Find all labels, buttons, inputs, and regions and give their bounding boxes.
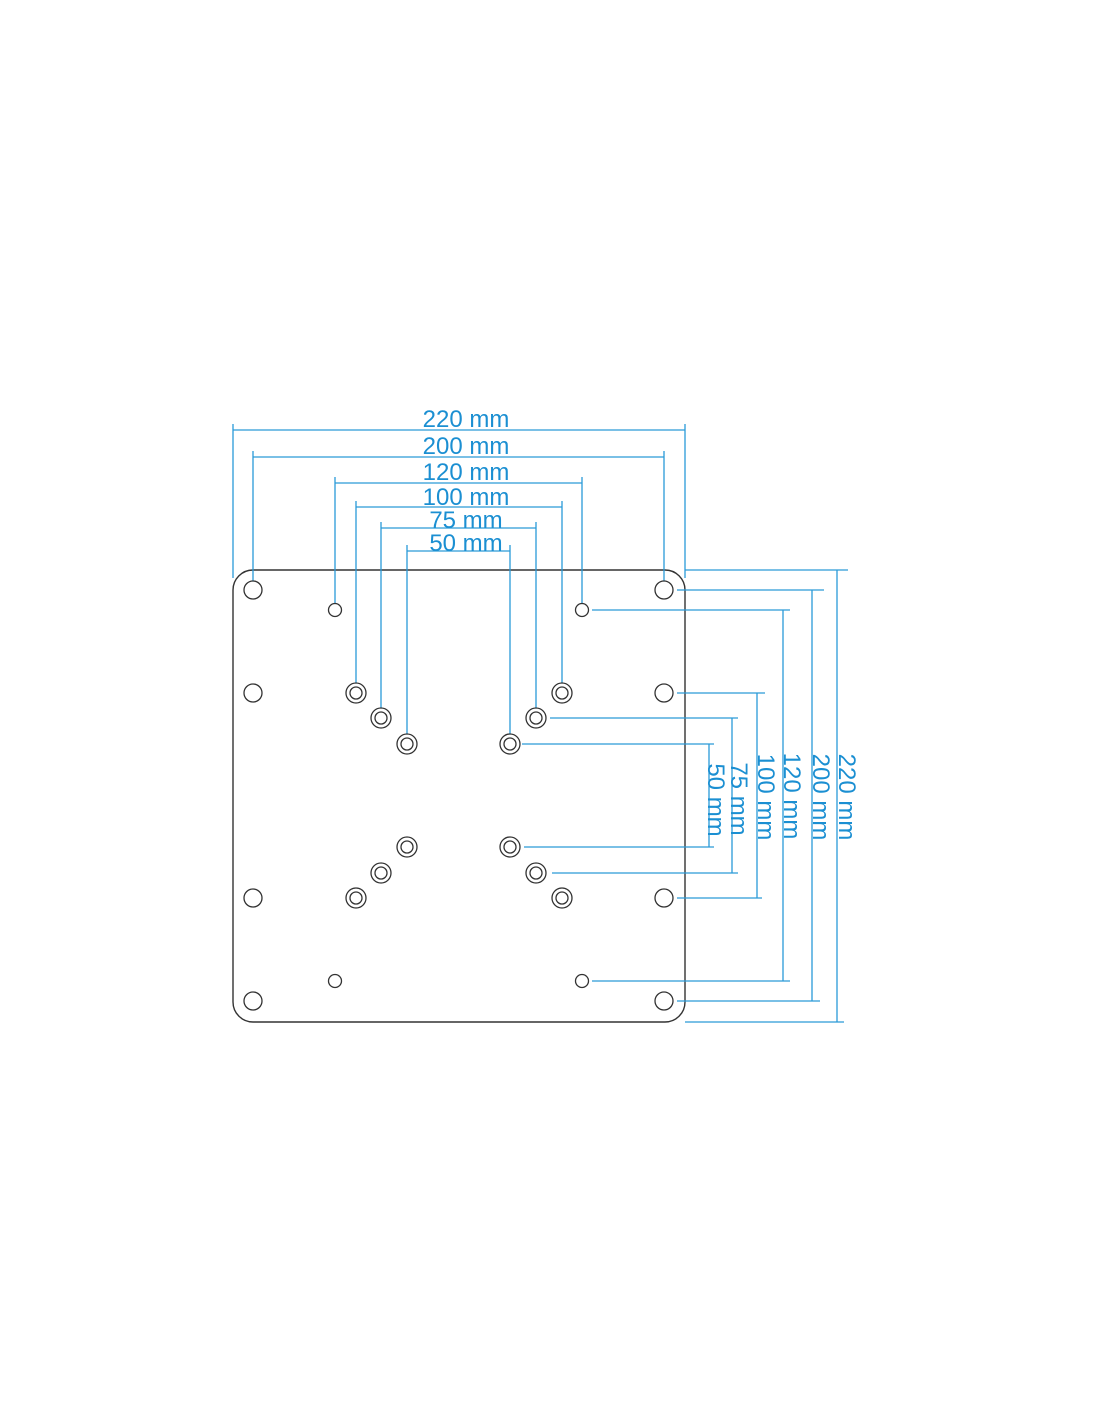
holes-100-75-50 (345, 682, 573, 909)
hole (327, 973, 343, 989)
holes-200 (243, 580, 674, 1011)
mounting-plate (232, 569, 686, 1023)
dim-line-h-200 (252, 451, 665, 581)
hole (654, 580, 674, 600)
hole (654, 683, 674, 703)
dim-line-v-120 (592, 609, 790, 982)
hole (654, 888, 674, 908)
hole (654, 991, 674, 1011)
dim-line-v-100 (677, 692, 765, 899)
hole (243, 683, 263, 703)
dim-label-h-120: 120 mm (423, 459, 510, 486)
dim-line-v-220 (685, 569, 848, 1023)
dim-label-h-200: 200 mm (423, 433, 510, 460)
vertical-dimensions: 220 mm 200 mm 120 mm 100 mm 75 mm 50 mm (522, 569, 860, 1023)
horizontal-dimensions: 220 mm 200 mm 120 mm 100 mm 75 mm 50 mm (232, 406, 686, 734)
dim-label-v-100: 100 mm (752, 754, 779, 841)
dim-label-v-220: 220 mm (833, 754, 860, 841)
dim-line-h-220 (232, 424, 686, 578)
dim-line-v-200 (677, 589, 824, 1002)
dim-label-h-100: 100 mm (423, 484, 510, 511)
hole (574, 973, 590, 989)
dim-line-h-120 (334, 477, 583, 604)
hole (243, 580, 263, 600)
holes-120 (327, 602, 590, 989)
dim-label-v-200: 200 mm (807, 754, 834, 841)
hole (243, 888, 263, 908)
hole (243, 991, 263, 1011)
dim-label-v-75: 75 mm (725, 762, 752, 835)
dim-line-h-100 (355, 501, 563, 683)
hole (574, 602, 590, 618)
hole (327, 602, 343, 618)
dim-label-h-75: 75 mm (429, 507, 502, 534)
dim-line-v-50 (522, 743, 714, 848)
dim-line-v-75 (550, 717, 738, 874)
dim-line-h-50 (406, 545, 511, 734)
dim-label-h-50: 50 mm (429, 530, 502, 557)
dim-label-v-50: 50 mm (702, 763, 729, 836)
dim-line-h-75 (380, 522, 537, 708)
dim-label-v-120: 120 mm (778, 753, 805, 840)
dim-label-h-220: 220 mm (423, 406, 510, 433)
